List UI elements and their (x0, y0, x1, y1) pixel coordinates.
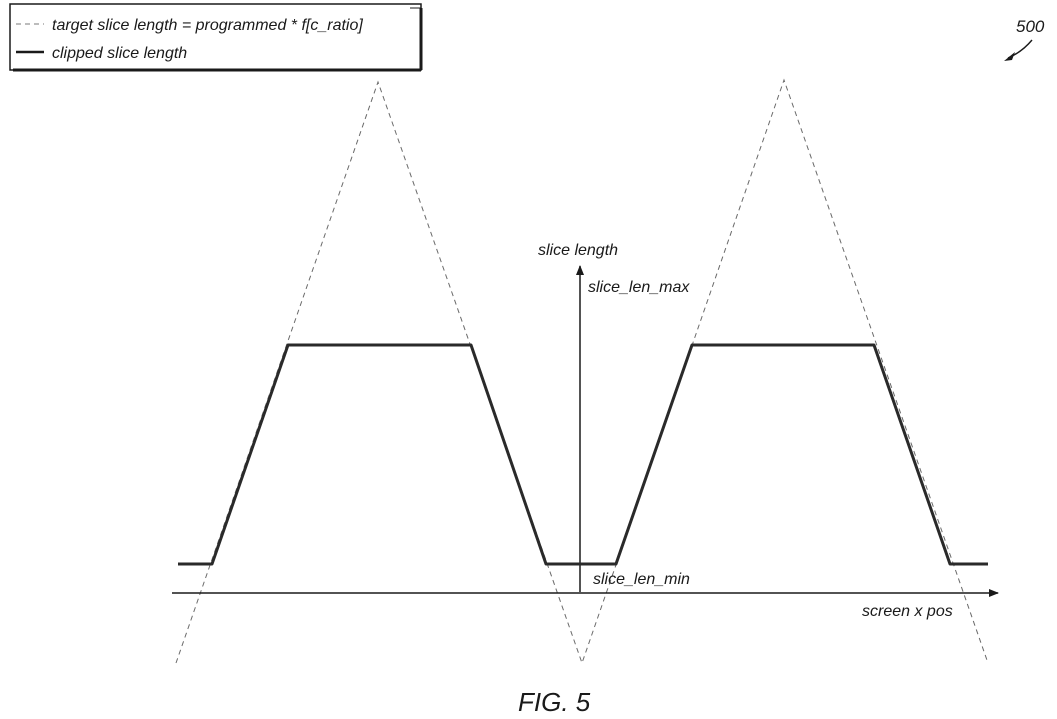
y-axis-label: slice length (538, 242, 618, 259)
legend-target-label: target slice length = programmed * f[c_r… (52, 17, 363, 34)
reference-number: 500 (1016, 17, 1045, 36)
legend-clipped-label: clipped slice length (52, 45, 187, 62)
x-axis-label: screen x pos (862, 603, 953, 620)
clipped-slice-length-curve (178, 343, 988, 566)
y-min-label: slice_len_min (593, 571, 690, 588)
figure-caption: FIG. 5 (518, 687, 591, 717)
legend: target slice length = programmed * f[c_r… (9, 3, 423, 72)
reference-pointer-head (1004, 52, 1015, 61)
y-max-label: slice_len_max (588, 279, 690, 296)
target-slice-length-curve (175, 78, 989, 665)
legend-box (9, 3, 422, 71)
reference-marker: 500 (1004, 17, 1045, 61)
